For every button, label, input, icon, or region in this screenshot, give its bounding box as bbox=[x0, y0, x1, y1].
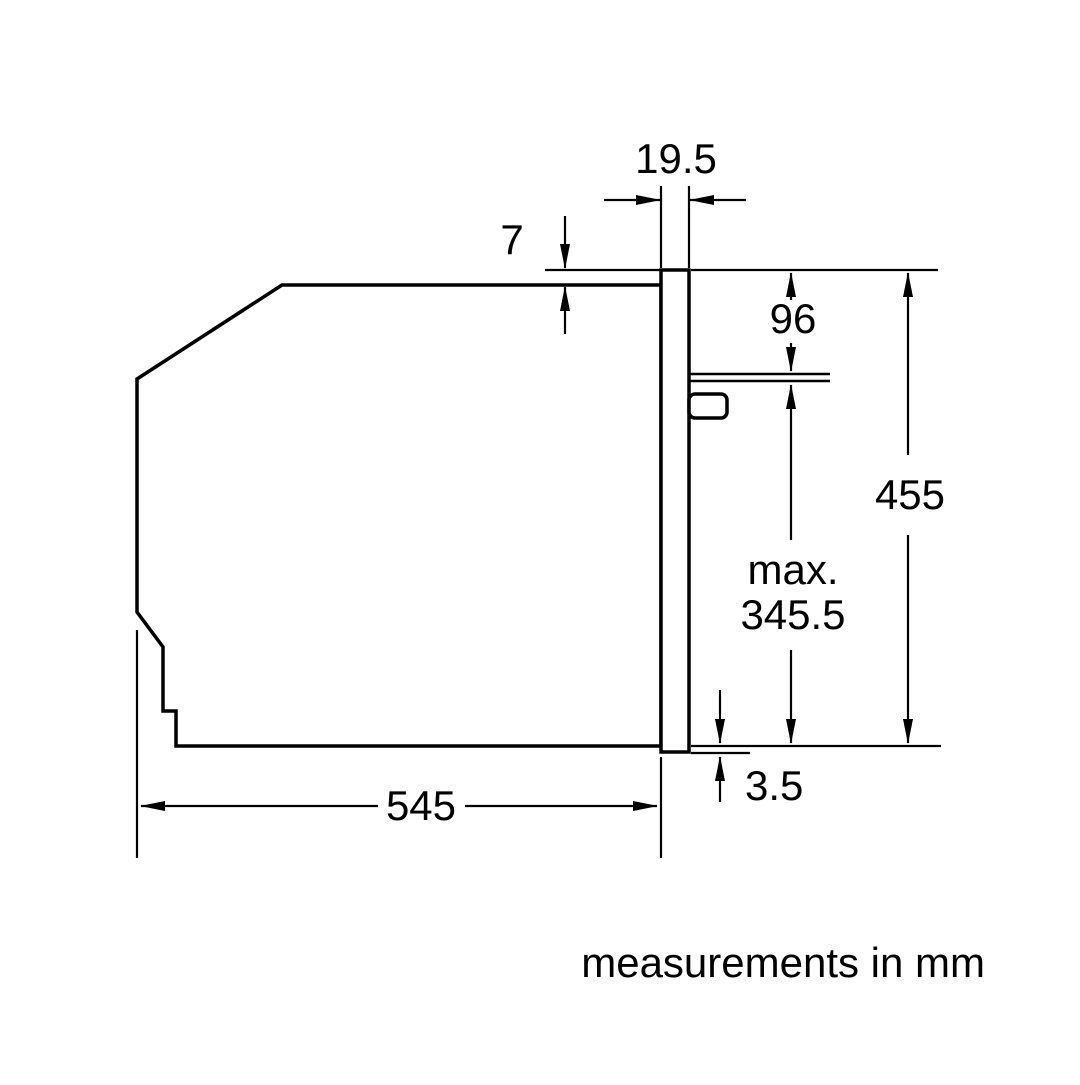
dim-depth: 545 bbox=[135, 630, 663, 858]
dim-label-max-value: 345.5 bbox=[740, 591, 845, 638]
dim-total-height: 455 bbox=[691, 272, 945, 748]
dim-bottom-gap: 3.5 bbox=[691, 690, 803, 809]
door-handle bbox=[687, 392, 729, 420]
dim-door-thickness: 19.5 bbox=[604, 135, 746, 268]
dim-label-depth: 545 bbox=[386, 782, 456, 829]
dim-top-gap: 7 bbox=[500, 216, 660, 334]
dim-max-345: max. 345.5 bbox=[740, 384, 846, 744]
footer-note: measurements in mm bbox=[581, 939, 985, 986]
oven-body bbox=[135, 268, 830, 754]
dim-label-total-height: 455 bbox=[875, 471, 945, 518]
dim-label-top-to-panel: 96 bbox=[770, 295, 817, 342]
dim-label-bottom-gap: 3.5 bbox=[745, 762, 803, 809]
dim-label-top-gap: 7 bbox=[500, 216, 523, 263]
oven-body-outline bbox=[135, 283, 663, 748]
dim-label-max-prefix: max. bbox=[747, 546, 838, 593]
dim-label-door-thickness: 19.5 bbox=[635, 135, 717, 182]
dim-top-to-panel: 96 bbox=[691, 268, 938, 372]
oven-door bbox=[659, 268, 691, 754]
